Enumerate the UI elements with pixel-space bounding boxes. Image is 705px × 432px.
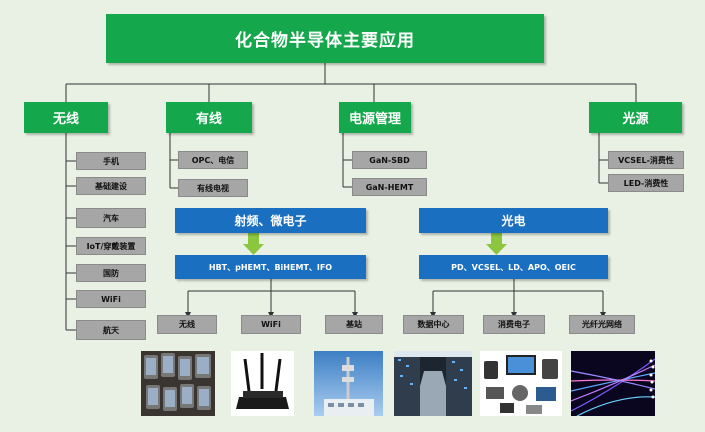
category-wired: 有线: [166, 102, 252, 133]
wired-item-cable-tv: 有线电视: [178, 179, 248, 197]
light-item-vcsel: VCSEL-消费性: [608, 151, 684, 169]
rf-app-wireless: 无线: [157, 315, 217, 334]
page-title: 化合物半导体主要应用: [106, 14, 544, 63]
power-item-gan-sbd: GaN-SBD: [352, 151, 427, 169]
category-wireless: 无线: [24, 102, 108, 133]
rf-header: 射频、微电子: [175, 208, 366, 233]
wireless-item-defense: 国防: [76, 264, 146, 282]
rf-app-wifi: WiFi: [241, 315, 301, 334]
power-item-gan-hemt: GaN-HEMT: [352, 178, 427, 196]
wireless-item-iot: IoT/穿戴装置: [76, 237, 146, 255]
opto-app-consumer-electronics: 消费电子: [483, 315, 545, 334]
rf-tech: HBT、pHEMT、BiHEMT、IFO: [175, 255, 366, 279]
opto-down-arrow-icon: [486, 233, 507, 255]
opto-app-fiber-network: 光纤光网络: [569, 315, 635, 334]
wireless-item-infrastructure: 基础建设: [76, 177, 146, 195]
rf-down-arrow-icon: [243, 233, 264, 255]
wired-item-opc: OPC、电信: [178, 151, 248, 169]
wireless-item-auto: 汽车: [76, 208, 146, 228]
category-light: 光源: [589, 102, 682, 133]
opto-app-datacenter: 数据中心: [403, 315, 464, 334]
tower-photo: [314, 351, 383, 416]
wireless-item-aerospace: 航天: [76, 320, 146, 340]
opto-header: 光电: [419, 208, 608, 233]
phones-photo: [141, 351, 215, 416]
rf-app-base-station: 基站: [325, 315, 383, 334]
wireless-item-phone: 手机: [76, 152, 146, 170]
light-item-led: LED-消费性: [608, 174, 684, 192]
devices-photo: [480, 351, 562, 416]
wireless-item-wifi: WiFi: [76, 290, 146, 308]
category-power: 电源管理: [339, 102, 411, 133]
datacenter-photo: [394, 351, 472, 416]
router-photo: [231, 351, 294, 416]
opto-tech: PD、VCSEL、LD、APO、OEIC: [419, 255, 608, 279]
fiber-photo: [571, 351, 655, 416]
